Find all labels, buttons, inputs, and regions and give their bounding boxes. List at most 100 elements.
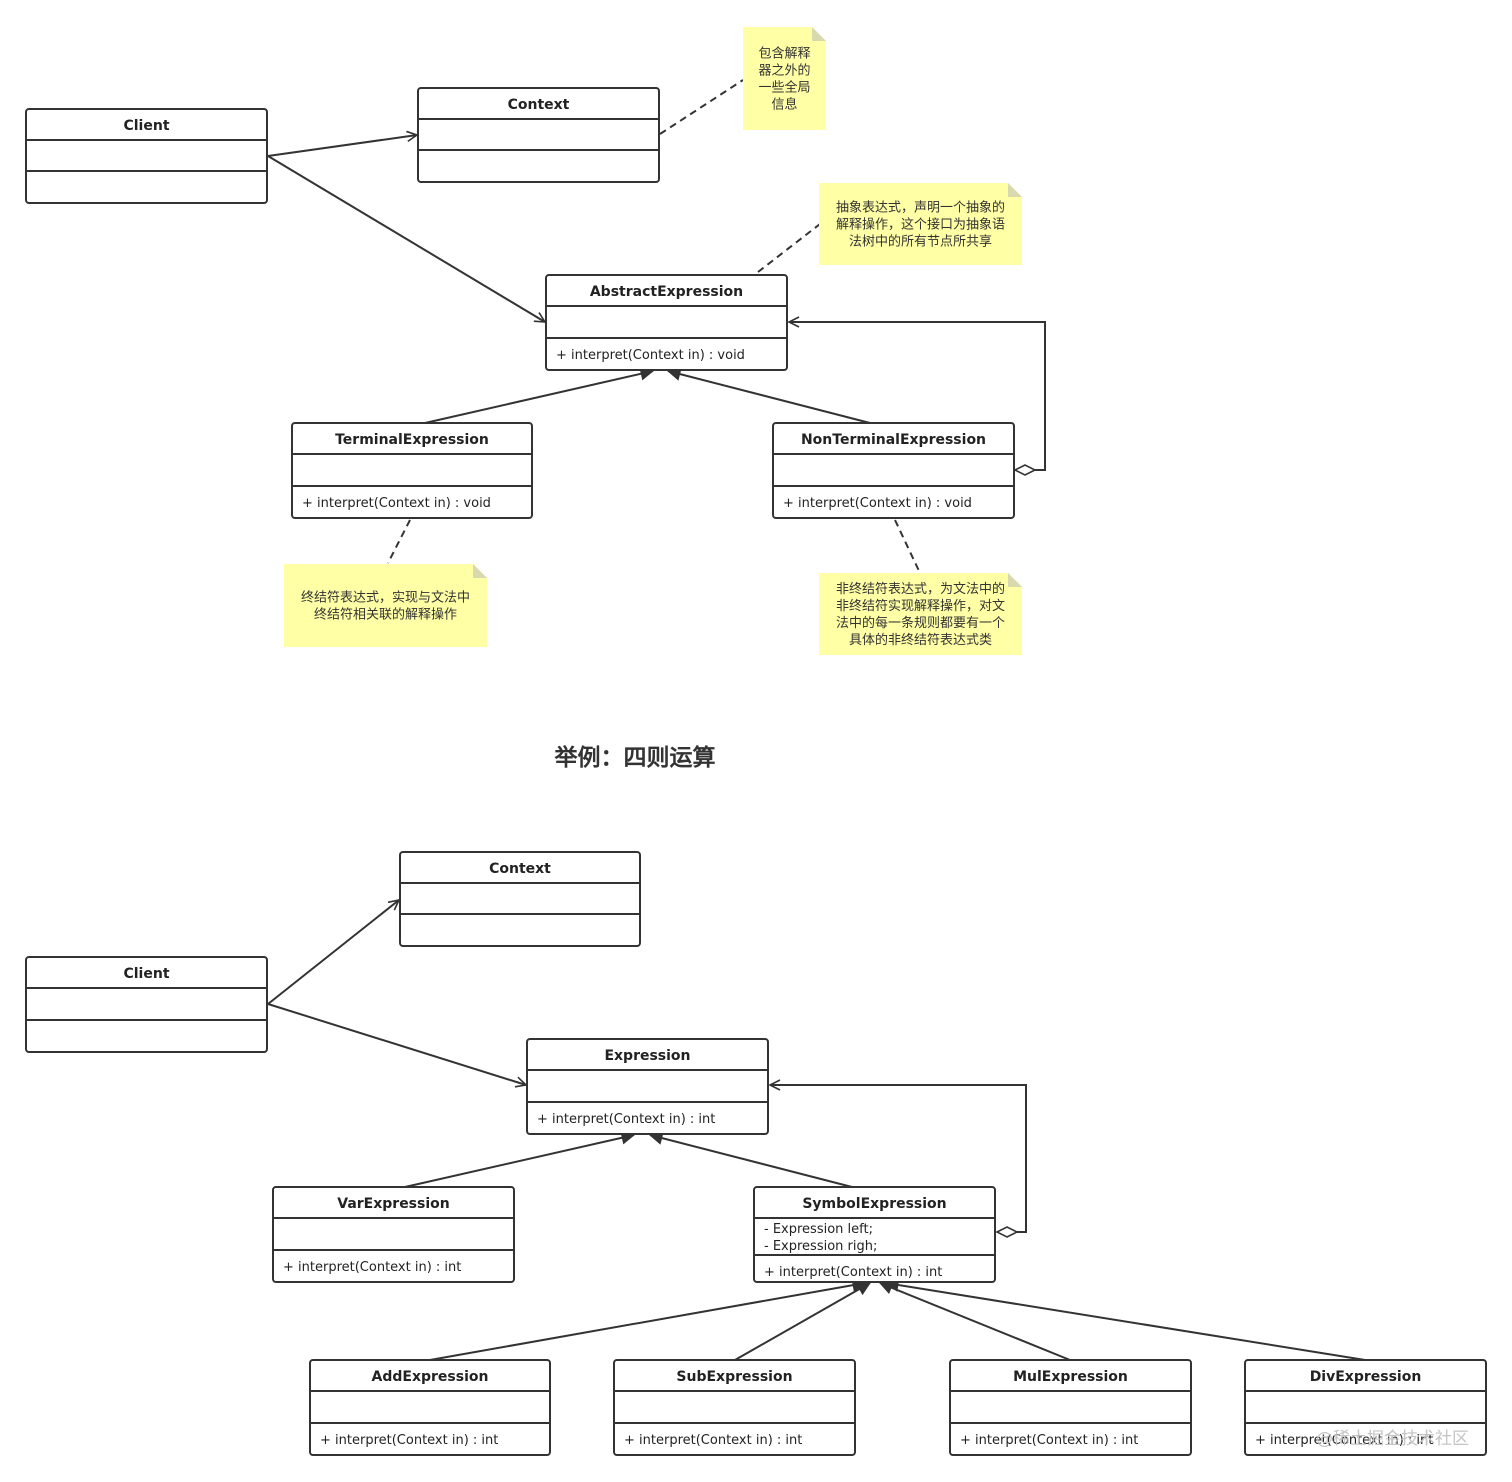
class-add-expression[interactable]: AddExpression + interpret(Context in) : i… (309, 1359, 551, 1456)
class-name: SubExpression (676, 1369, 792, 1385)
generalization-div (886, 1283, 1366, 1361)
class-method: + interpret(Context in) : int (320, 1433, 498, 1448)
class-box (399, 851, 641, 947)
note-text: 非终结符表达式，为文法中的 (836, 581, 1005, 597)
class-method: + interpret(Context in) : int (1255, 1433, 1433, 1448)
class-name: Client (123, 118, 169, 134)
class-method: + interpret(Context in) : int (764, 1265, 942, 1280)
class-attribute: - Expression left; (764, 1222, 873, 1237)
class-box (25, 956, 268, 1053)
association-client-expression (267, 1003, 526, 1085)
generalization-symbol (650, 1135, 853, 1188)
class-mul-expression[interactable]: MulExpression + interpret(Context in) : i… (949, 1359, 1192, 1456)
note-text: 器之外的 (758, 63, 810, 79)
class-method: + interpret(Context in) : int (537, 1112, 715, 1127)
note-body (819, 183, 1022, 265)
generalization-nonterminal (668, 371, 871, 424)
class-name: DivExpression (1310, 1369, 1422, 1385)
note-body (284, 564, 487, 647)
class-div-expression[interactable]: DivExpression + interpret(Context in) : i… (1244, 1359, 1487, 1456)
class-method: + interpret(Context in) : void (302, 496, 491, 511)
association-client-context-2 (267, 900, 399, 1005)
association-client-abstractexpression (267, 155, 545, 322)
class-box (526, 1038, 769, 1135)
association-client-context (267, 135, 417, 157)
generalization-sub (734, 1282, 870, 1361)
note-text: 抽象表达式，声明一个抽象的 (836, 200, 1005, 216)
note-text: 一些全局 (758, 80, 810, 96)
note-link-abstract (757, 223, 821, 273)
note-text: 非终结符实现解释操作，对文 (836, 598, 1005, 614)
class-name: TerminalExpression (335, 432, 489, 448)
generalization-var (404, 1135, 634, 1188)
class-name: VarExpression (337, 1196, 450, 1212)
notes-layer: 包含解释器之外的一些全局信息抽象表达式，声明一个抽象的解释操作，这个接口为抽象语… (284, 27, 1022, 655)
class-box (417, 87, 660, 183)
note-text: 法中的每一条规则都要有一个 (836, 615, 1005, 631)
watermark: @稀土掘金技术社区 (1316, 1429, 1469, 1449)
class-box (25, 108, 268, 204)
class-box (772, 422, 1015, 519)
class-client-2[interactable]: Client (25, 956, 268, 1053)
class-name: NonTerminalExpression (801, 432, 986, 448)
class-name: Context (508, 97, 570, 113)
note-body (819, 573, 1022, 655)
note-text: 法树中的所有节点所共享 (849, 234, 992, 250)
class-method: + interpret(Context in) : int (283, 1260, 461, 1275)
class-name: MulExpression (1013, 1369, 1128, 1385)
class-abstract-expression[interactable]: AbstractExpression + interpret(Context in… (545, 274, 788, 371)
note-link-nonterminal (894, 519, 921, 574)
class-name: Client (123, 966, 169, 982)
class-box (545, 274, 788, 371)
note-link-context (659, 79, 744, 135)
class-box (1244, 1359, 1487, 1456)
note-text: 终结符表达式，实现与文法中 (301, 590, 470, 606)
note-text: 信息 (771, 97, 797, 113)
class-method: + interpret(Context in) : int (624, 1433, 802, 1448)
class-var-expression[interactable]: VarExpression + interpret(Context in) : i… (272, 1186, 515, 1283)
class-box (613, 1359, 856, 1456)
note-nonterminal-expression: 非终结符表达式，为文法中的非终结符实现解释操作，对文法中的每一条规则都要有一个具… (819, 573, 1022, 655)
class-context-2[interactable]: Context (399, 851, 641, 947)
class-context[interactable]: Context (417, 87, 660, 183)
note-text: 具体的非终结符表达式类 (849, 632, 992, 648)
relationship-lines (267, 79, 1366, 1361)
note-text: 解释操作，这个接口为抽象语 (836, 217, 1005, 233)
example-title: 举例：四则运算 (554, 744, 716, 771)
class-method: + interpret(Context in) : void (783, 496, 972, 511)
note-fold (812, 27, 826, 41)
note-fold (1008, 183, 1022, 197)
class-symbol-expression[interactable]: SymbolExpression- Expression left;- Expr… (753, 1186, 996, 1283)
class-name: Context (489, 861, 551, 877)
class-method: + interpret(Context in) : void (556, 348, 745, 363)
class-expression[interactable]: Expression + interpret(Context in) : int (526, 1038, 769, 1135)
generalization-add (429, 1283, 865, 1361)
class-box (753, 1186, 996, 1283)
class-name: AddExpression (372, 1369, 489, 1385)
class-method: + interpret(Context in) : int (960, 1433, 1138, 1448)
class-name: AbstractExpression (590, 284, 743, 300)
class-terminal-expression[interactable]: TerminalExpression + interpret(Context in… (291, 422, 533, 519)
note-text: 终结符相关联的解释操作 (314, 607, 457, 623)
class-name: Expression (604, 1048, 690, 1064)
class-attribute: - Expression righ; (764, 1239, 877, 1254)
class-nonterminal-expression[interactable]: NonTerminalExpression + interpret(Context… (772, 422, 1015, 519)
generalization-mul (880, 1283, 1071, 1361)
generalization-terminal (424, 371, 653, 424)
class-sub-expression[interactable]: SubExpression + interpret(Context in) : i… (613, 1359, 856, 1456)
note-fold (1008, 573, 1022, 587)
class-box (272, 1186, 515, 1283)
class-box (949, 1359, 1192, 1456)
class-client[interactable]: Client (25, 108, 268, 204)
class-box (291, 422, 533, 519)
note-link-terminal (387, 519, 411, 564)
note-body (743, 27, 826, 130)
note-text: 包含解释 (758, 46, 810, 62)
aggregation-nonterminal-abstract (789, 322, 1046, 470)
class-box (309, 1359, 551, 1456)
